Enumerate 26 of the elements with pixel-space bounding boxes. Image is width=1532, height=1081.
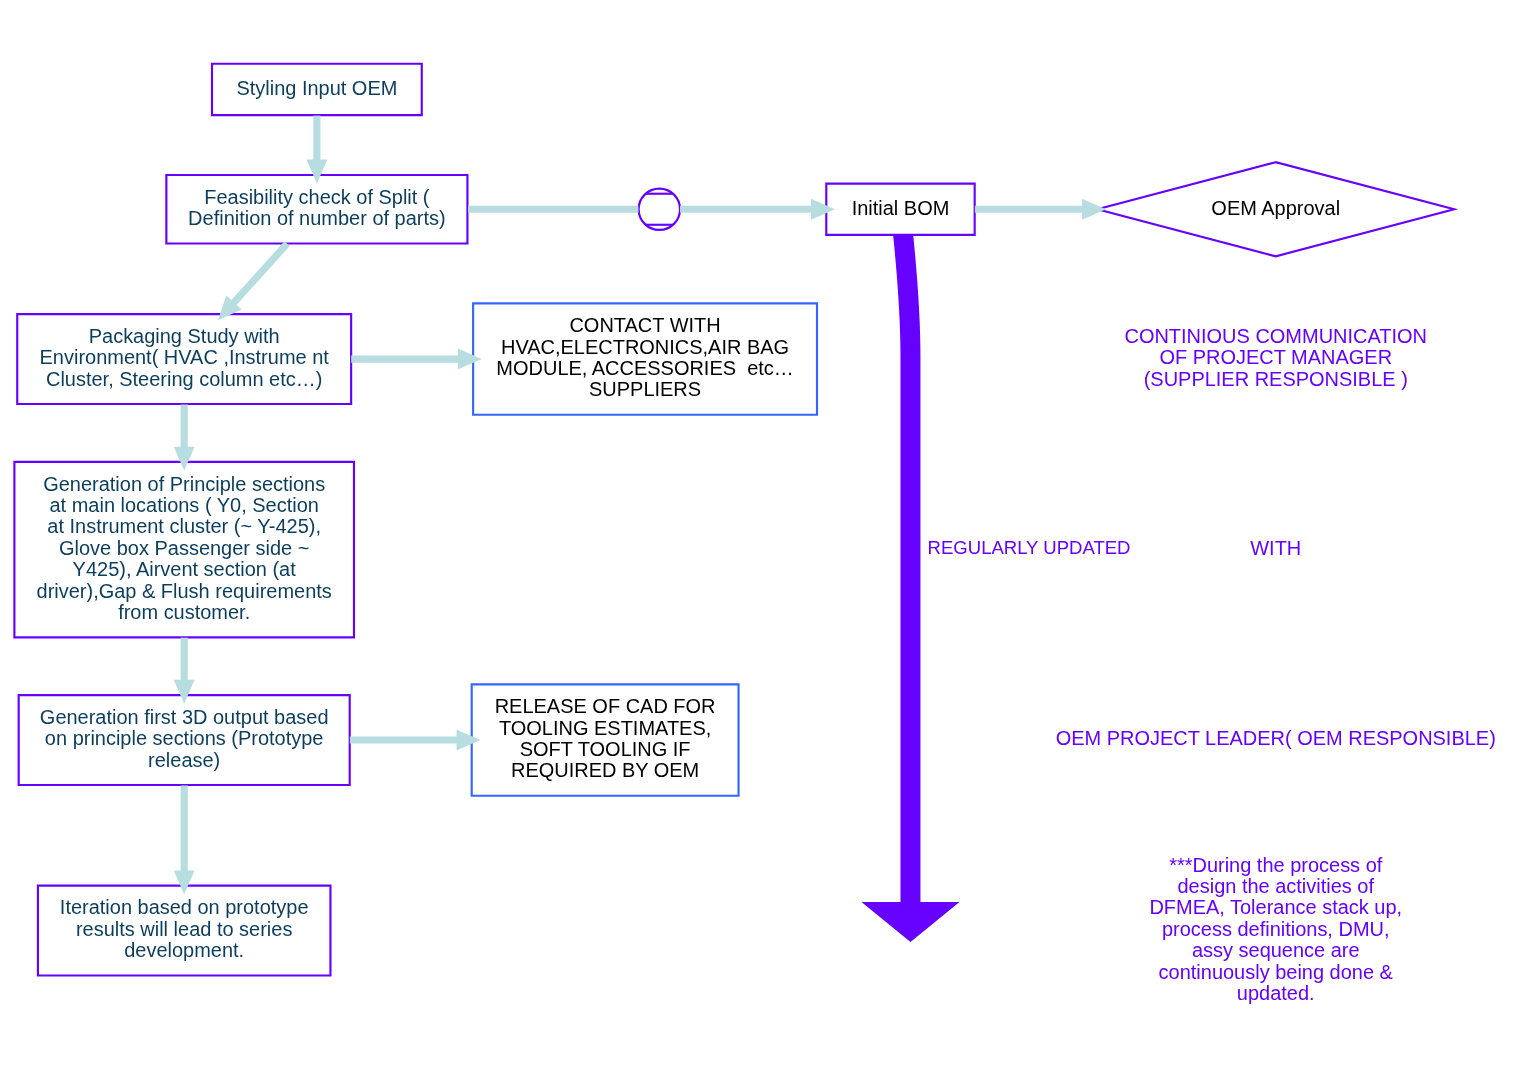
arrow — [680, 198, 835, 220]
node-box: Generation of Principle sections at main locations ( Y0, Section at Instrument cluster (~ Y-425), Glove box Passenger side ~ Y425), Airvent section (at driver),Gap & Flush requirements from customer. — [13, 460, 356, 638]
node-box: Iteration based on prototype results will lead to series development. — [36, 884, 332, 977]
arrow — [861, 233, 960, 942]
arrow — [173, 784, 195, 894]
label: ***During the process of design the activities of DFMEA, Tolerance stack up, process definitions, DMU, assy sequence are continuously being done & updated. — [1149, 853, 1403, 1004]
label: CONTINIOUS COMMUNICATION OF PROJECT MANAGER (SUPPLIER RESPONSIBLE ) — [1124, 324, 1427, 390]
arrow — [351, 348, 482, 370]
label: OEM PROJECT LEADER( OEM RESPONSIBLE) — [1055, 726, 1496, 749]
node-box: Feasibility check of Split ( Definition of number of parts) — [165, 173, 469, 245]
node-box: RELEASE OF CAD FOR TOOLING ESTIMATES, SOFT TOOLING IF REQUIRED BY OEM — [470, 682, 740, 797]
arrow — [173, 404, 195, 471]
label: WITH — [1250, 536, 1302, 559]
node-circle — [637, 187, 682, 231]
arrow — [218, 240, 290, 320]
node-box: Initial BOM — [825, 182, 976, 236]
arrow — [349, 729, 481, 750]
arrow — [974, 198, 1106, 220]
arrow — [306, 115, 328, 183]
arrow — [173, 637, 195, 704]
node-box: Styling Input OEM — [210, 62, 423, 116]
node-box: Packaging Study with Environment( HVAC ,Instrume nt Cluster, Steering column etc…) — [16, 312, 353, 405]
node-box: Generation first 3D output based on principle sections (Prototype release) — [17, 693, 351, 786]
edge-label: REGULARLY UPDATED — [927, 536, 1131, 558]
connector — [468, 205, 639, 213]
node-box: CONTACT WITH HVAC,ELECTRONICS,AIR BAG MODULE, ACCESSORIES etc… SUPPLIERS — [472, 301, 819, 416]
